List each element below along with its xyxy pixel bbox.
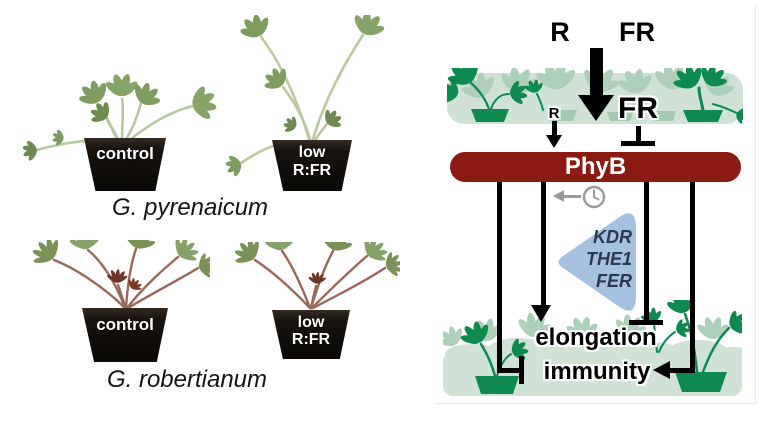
phyb-elongation-inhibition-line bbox=[644, 182, 649, 321]
clock-icon bbox=[582, 185, 606, 209]
pot-label-line2: R:FR bbox=[291, 331, 331, 348]
t-bar-icon bbox=[621, 141, 655, 146]
down-arrowhead-icon bbox=[578, 95, 614, 121]
immunity-t-bar-icon bbox=[519, 356, 524, 384]
elongation-arrowhead-icon bbox=[531, 305, 551, 322]
species-label-pyrenaicum: G. pyrenaicum bbox=[111, 194, 269, 221]
pot-label: control bbox=[96, 315, 154, 334]
immunity-label: immunity bbox=[543, 358, 651, 385]
gene-list: KDR THE1 FER bbox=[554, 226, 640, 292]
down-arrow-icon bbox=[590, 48, 603, 96]
gene-kdr: KDR bbox=[593, 227, 632, 247]
red-light-label: R bbox=[550, 17, 570, 47]
plant-photo-robertianum-control bbox=[30, 240, 210, 310]
pot-label-line1: low bbox=[298, 144, 326, 161]
species-label-robertianum: G. robertianum bbox=[106, 366, 268, 393]
pot-low-rfr-pyrenaicum: low R:FR bbox=[272, 140, 352, 191]
phyb-immunity-line-right bbox=[690, 182, 695, 373]
phyb-elongation-arrow-line bbox=[541, 182, 546, 306]
red-arrowhead-icon bbox=[546, 135, 562, 148]
canopy-red-label: R bbox=[548, 105, 560, 122]
phyb-immunity-line-left-horizontal bbox=[500, 368, 521, 373]
far-red-light-label: FR bbox=[619, 17, 655, 47]
pot-label: control bbox=[96, 144, 154, 163]
t-bar-stem-icon bbox=[636, 126, 641, 141]
phyb-receptor-bar: PhyB bbox=[450, 152, 741, 182]
gene-the1: THE1 bbox=[585, 249, 632, 269]
gray-left-arrow-icon bbox=[564, 195, 581, 198]
elongation-label: elongation bbox=[535, 324, 657, 351]
canopy-far-red-label: FR bbox=[618, 92, 658, 125]
phyb-immunity-line-left bbox=[497, 182, 502, 373]
pot-control-pyrenaicum: control bbox=[84, 138, 166, 191]
pot-control-robertianum: control bbox=[82, 308, 168, 362]
pot-label-line1: low bbox=[297, 314, 325, 331]
phyb-immunity-line-right-horizontal bbox=[670, 368, 692, 373]
gray-left-arrowhead-icon bbox=[553, 190, 564, 202]
plant-photo-robertianum-low-rfr bbox=[235, 242, 400, 310]
gene-module-triangle bbox=[558, 213, 636, 311]
gene-fer: FER bbox=[596, 271, 632, 291]
immunity-arrowhead-icon bbox=[653, 361, 670, 379]
red-arrow-icon bbox=[552, 121, 557, 135]
canopy-bottom-illustration bbox=[443, 300, 742, 396]
signaling-diagram-panel: R FR bbox=[436, 4, 756, 404]
elongation-t-bar-icon bbox=[629, 320, 663, 325]
pot-low-rfr-robertianum: low R:FR bbox=[272, 310, 350, 359]
pot-label-line2: R:FR bbox=[292, 162, 332, 179]
